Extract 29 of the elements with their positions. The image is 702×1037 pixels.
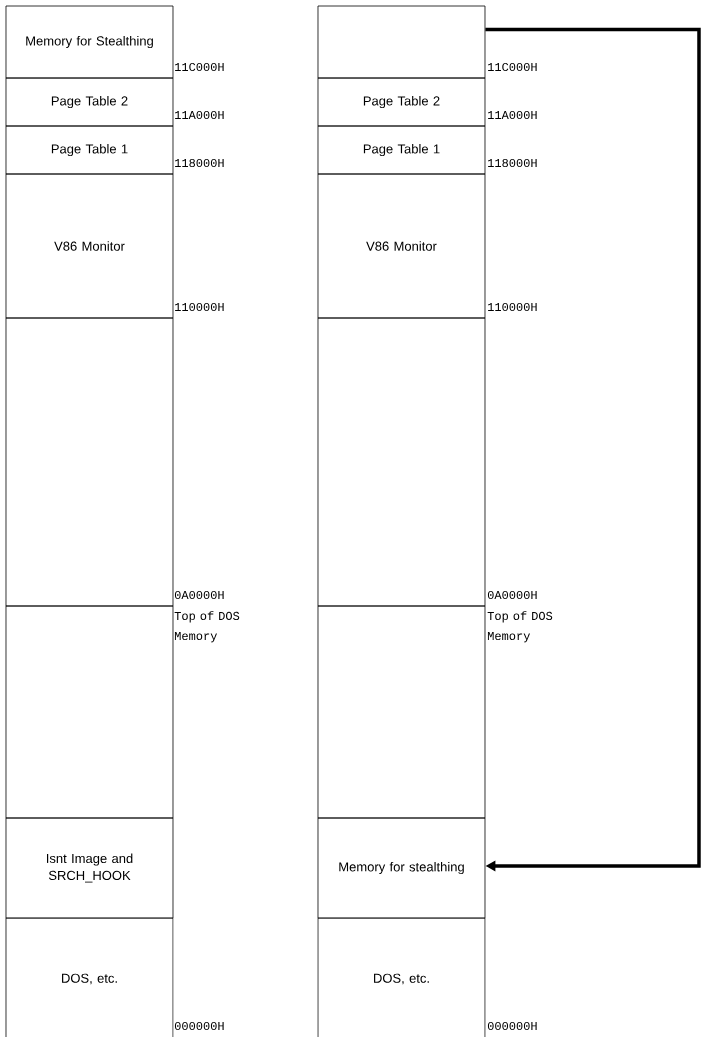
address-label: 110000H bbox=[488, 302, 537, 312]
memory-region-box: Page Table 2 bbox=[317, 77, 486, 127]
address-label: 110000H bbox=[175, 302, 224, 312]
memory-region-box: Page Table 1 bbox=[317, 125, 486, 175]
address-label: 0A0000H bbox=[174, 590, 224, 600]
address-label: 11A000H bbox=[488, 110, 537, 120]
memory-region-box: Page Table 2 bbox=[5, 77, 174, 127]
note-text: Top of DOS Memory bbox=[487, 611, 553, 643]
memory-region-box: Memory for Stealthing bbox=[5, 5, 174, 79]
memory-region-box bbox=[5, 605, 174, 819]
memory-region-box: V86 Monitor bbox=[317, 173, 486, 319]
address-label: 11A000H bbox=[175, 110, 224, 120]
memory-region-box: V86 Monitor bbox=[5, 173, 174, 319]
arrow bbox=[485, 27, 701, 872]
memory-region-box: Page Table 1 bbox=[5, 125, 174, 175]
memory-region-box: DOS, etc. bbox=[5, 917, 174, 1037]
memory-region-box bbox=[5, 317, 174, 607]
memory-region-box bbox=[317, 5, 486, 79]
note-text: Top of DOS Memory bbox=[174, 611, 240, 643]
memory-region-box: Memory for stealthing bbox=[317, 817, 486, 919]
address-label: 11C000H bbox=[488, 62, 537, 72]
address-label: 0A0000H bbox=[487, 590, 537, 600]
address-label: 118000H bbox=[175, 158, 224, 168]
memory-region-box: Isnt Image and SRCH_HOOK bbox=[5, 817, 174, 919]
memory-region-box bbox=[317, 605, 486, 819]
memory-region-box: DOS, etc. bbox=[317, 917, 486, 1037]
address-label: 118000H bbox=[488, 158, 537, 168]
address-label: 11C000H bbox=[175, 62, 224, 72]
memory-region-box bbox=[317, 317, 486, 607]
